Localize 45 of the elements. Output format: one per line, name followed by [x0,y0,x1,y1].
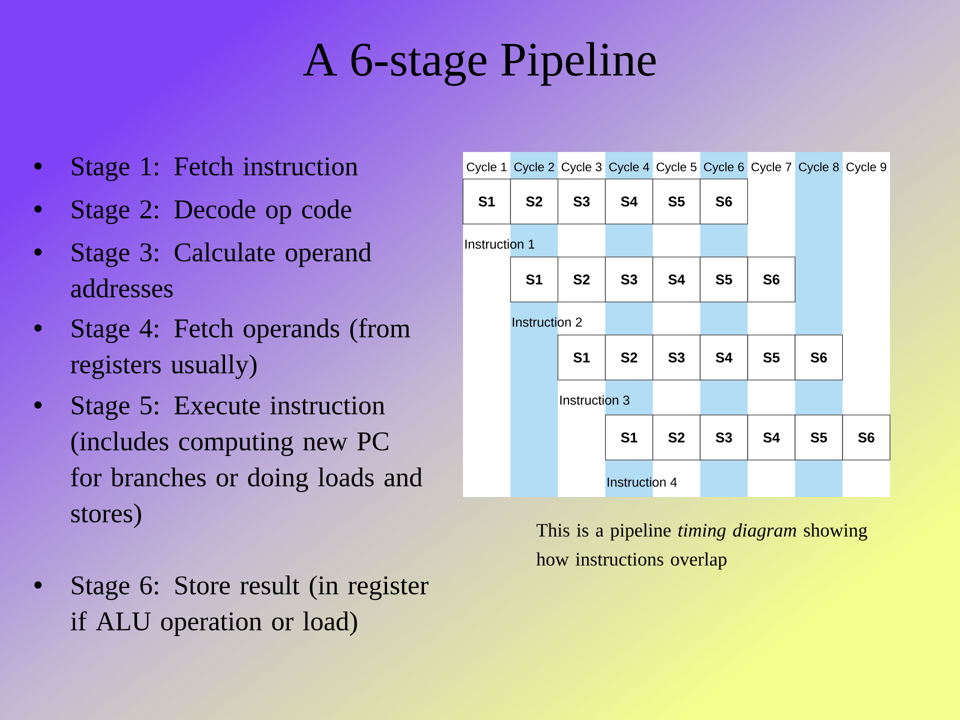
cycle-header: Cycle 4 [609,162,650,174]
bullet-text: Stage 5: Execute instruction (includes computing new PC for branches or doing loads and stores) [71,396,422,528]
stage-box: S6 [747,256,796,302]
stage-box: S4 [605,178,654,224]
cycle-header: Cycle 9 [846,162,886,174]
stage-box: S5 [652,178,701,224]
bullet-text: Stage 4: Fetch operands (from registers usually) [70,318,410,380]
bullet-text: Stage 2: Decode op code [72,199,352,224]
stage-box: S2 [652,414,701,460]
cycle-header: Cycle 5 [656,162,696,174]
stage-box: S5 [700,256,748,302]
bullet-text: Stage 6: Store result (in register if ALU operation or load) [70,575,428,636]
stage-box: S2 [605,334,654,380]
stage-box: S5 [794,414,843,460]
slide-title: A 6-stage Pipeline [303,42,656,86]
stage-box: S3 [605,256,654,302]
row-label: Instruction 4 [608,477,677,487]
bullet-text: Stage 1: Fetch instruction [72,156,358,182]
stage-box: S3 [700,414,748,460]
cycle-header: Cycle 1 [466,162,507,174]
stage-box: S1 [510,256,558,302]
cycle-header: Cycle 7 [752,162,792,174]
stage-box: S4 [652,256,701,302]
stage-box: S3 [558,178,606,224]
stage-box: S4 [700,334,748,380]
caption: This is a pipeline timing diagram showing how instructions overlap [536,523,868,570]
stage-box: S1 [558,334,606,380]
stage-box: S6 [794,334,843,380]
cycle-header: Cycle 2 [514,162,554,174]
bullet-text: Stage 3: Calculate operand addresses [71,242,372,298]
row-label: Instruction 3 [560,395,630,405]
stage-box: S6 [700,178,748,224]
cycle-header: Cycle 3 [562,162,602,174]
row-label: Instruction 1 [465,239,534,249]
stage-box: S3 [652,334,701,380]
row-label: Instruction 2 [512,317,582,327]
cycle-header: Cycle 6 [704,162,744,174]
stage-box: S1 [605,414,654,460]
cycle-header: Cycle 8 [798,162,839,174]
stage-box: S2 [558,256,606,302]
stage-box: S4 [747,414,796,460]
stage-box: S2 [510,178,558,224]
stage-box: S1 [462,178,511,224]
stage-box: S5 [747,334,796,380]
stage-box: S6 [842,414,890,460]
